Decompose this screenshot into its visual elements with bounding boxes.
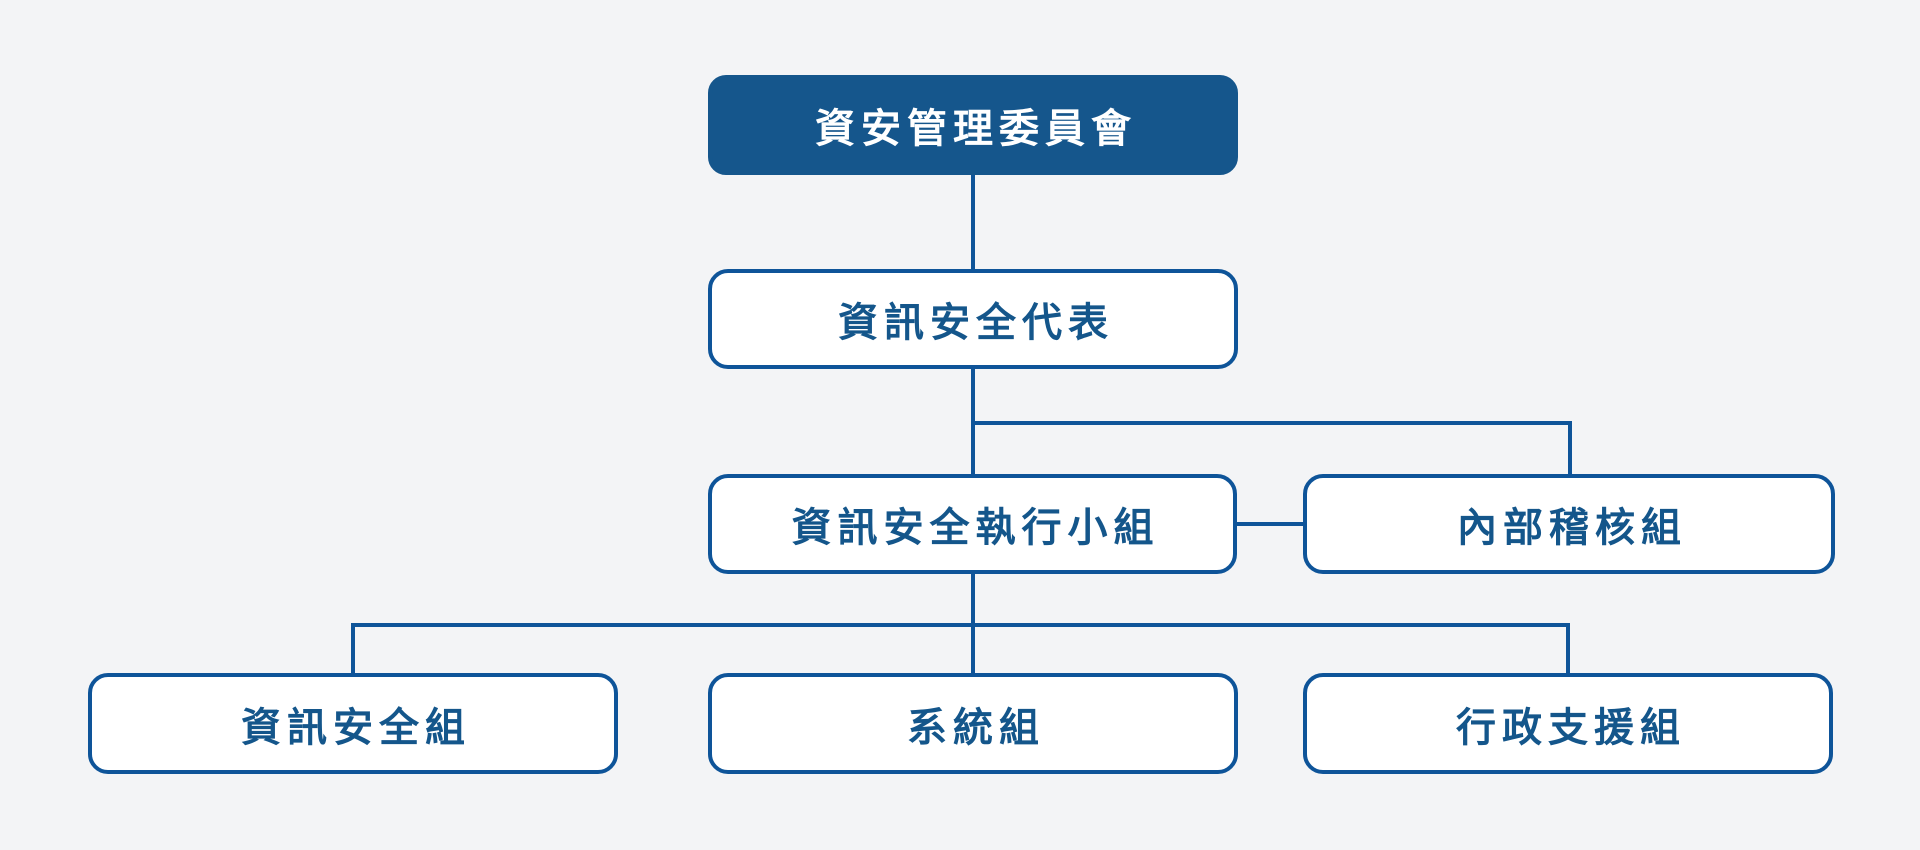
org-node-admin-support-group: 行政支援組 [1303,673,1833,774]
org-node-infosec-group: 資訊安全組 [88,673,618,774]
org-node-system-group: 系統組 [708,673,1238,774]
connector-bottom-branch-horizontal [351,623,1570,627]
org-node-committee: 資安管理委員會 [708,75,1238,175]
org-node-committee-label: 資安管理委員會 [815,107,1137,151]
org-node-infosec-group-label: 資訊安全組 [241,705,471,750]
connector-branch-to-admin-support-drop [1566,623,1570,675]
org-node-admin-support-group-label: 行政支援組 [1456,705,1686,750]
connector-exec-team-internal-audit-lateral [1233,522,1307,526]
org-node-system-group-label: 系統組 [907,705,1045,750]
org-node-representative: 資訊安全代表 [708,269,1238,369]
connector-branch-to-infosec-group-drop [351,623,355,675]
org-node-exec-team-label: 資訊安全執行小組 [791,506,1160,550]
connector-branch-to-internal-audit-horizontal [971,421,1572,425]
org-node-internal-audit-label: 內部稽核組 [1457,506,1687,550]
org-node-exec-team: 資訊安全執行小組 [708,474,1237,574]
org-node-internal-audit: 內部稽核組 [1303,474,1835,574]
connector-branch-to-internal-audit-drop [1568,421,1572,476]
org-node-representative-label: 資訊安全代表 [838,301,1114,345]
connector-committee-representative [971,173,975,271]
